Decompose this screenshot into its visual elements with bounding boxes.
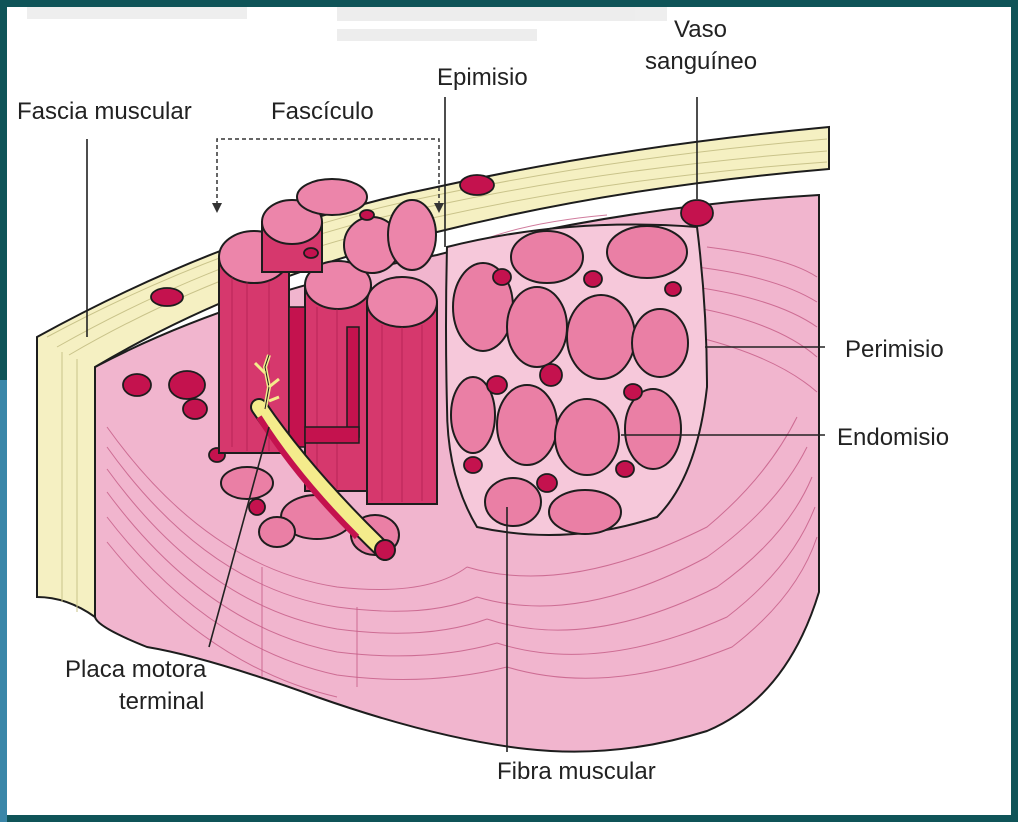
label-fascia-muscular: Fascia muscular <box>17 98 192 125</box>
label-fasciculo: Fascículo <box>271 98 374 125</box>
fascicle-cross-section <box>446 200 713 535</box>
label-endomisio: Endomisio <box>837 424 949 451</box>
label-placa-line1: Placa motora <box>65 656 207 683</box>
label-placa-line2: terminal <box>119 688 204 715</box>
bleed-through-text <box>27 7 667 41</box>
slide-left-edge <box>0 380 7 822</box>
label-vaso-line2: sanguíneo <box>645 48 757 75</box>
label-vaso-line1: Vaso <box>674 16 727 43</box>
label-epimisio: Epimisio <box>437 64 528 91</box>
diagram-paper: Fascia muscular Fascículo Epimisio Vaso … <box>7 7 1011 815</box>
label-fibra-muscular: Fibra muscular <box>497 758 656 785</box>
muscle-diagram: Fascia muscular Fascículo Epimisio Vaso … <box>7 7 1011 815</box>
label-perimisio: Perimisio <box>845 336 944 363</box>
